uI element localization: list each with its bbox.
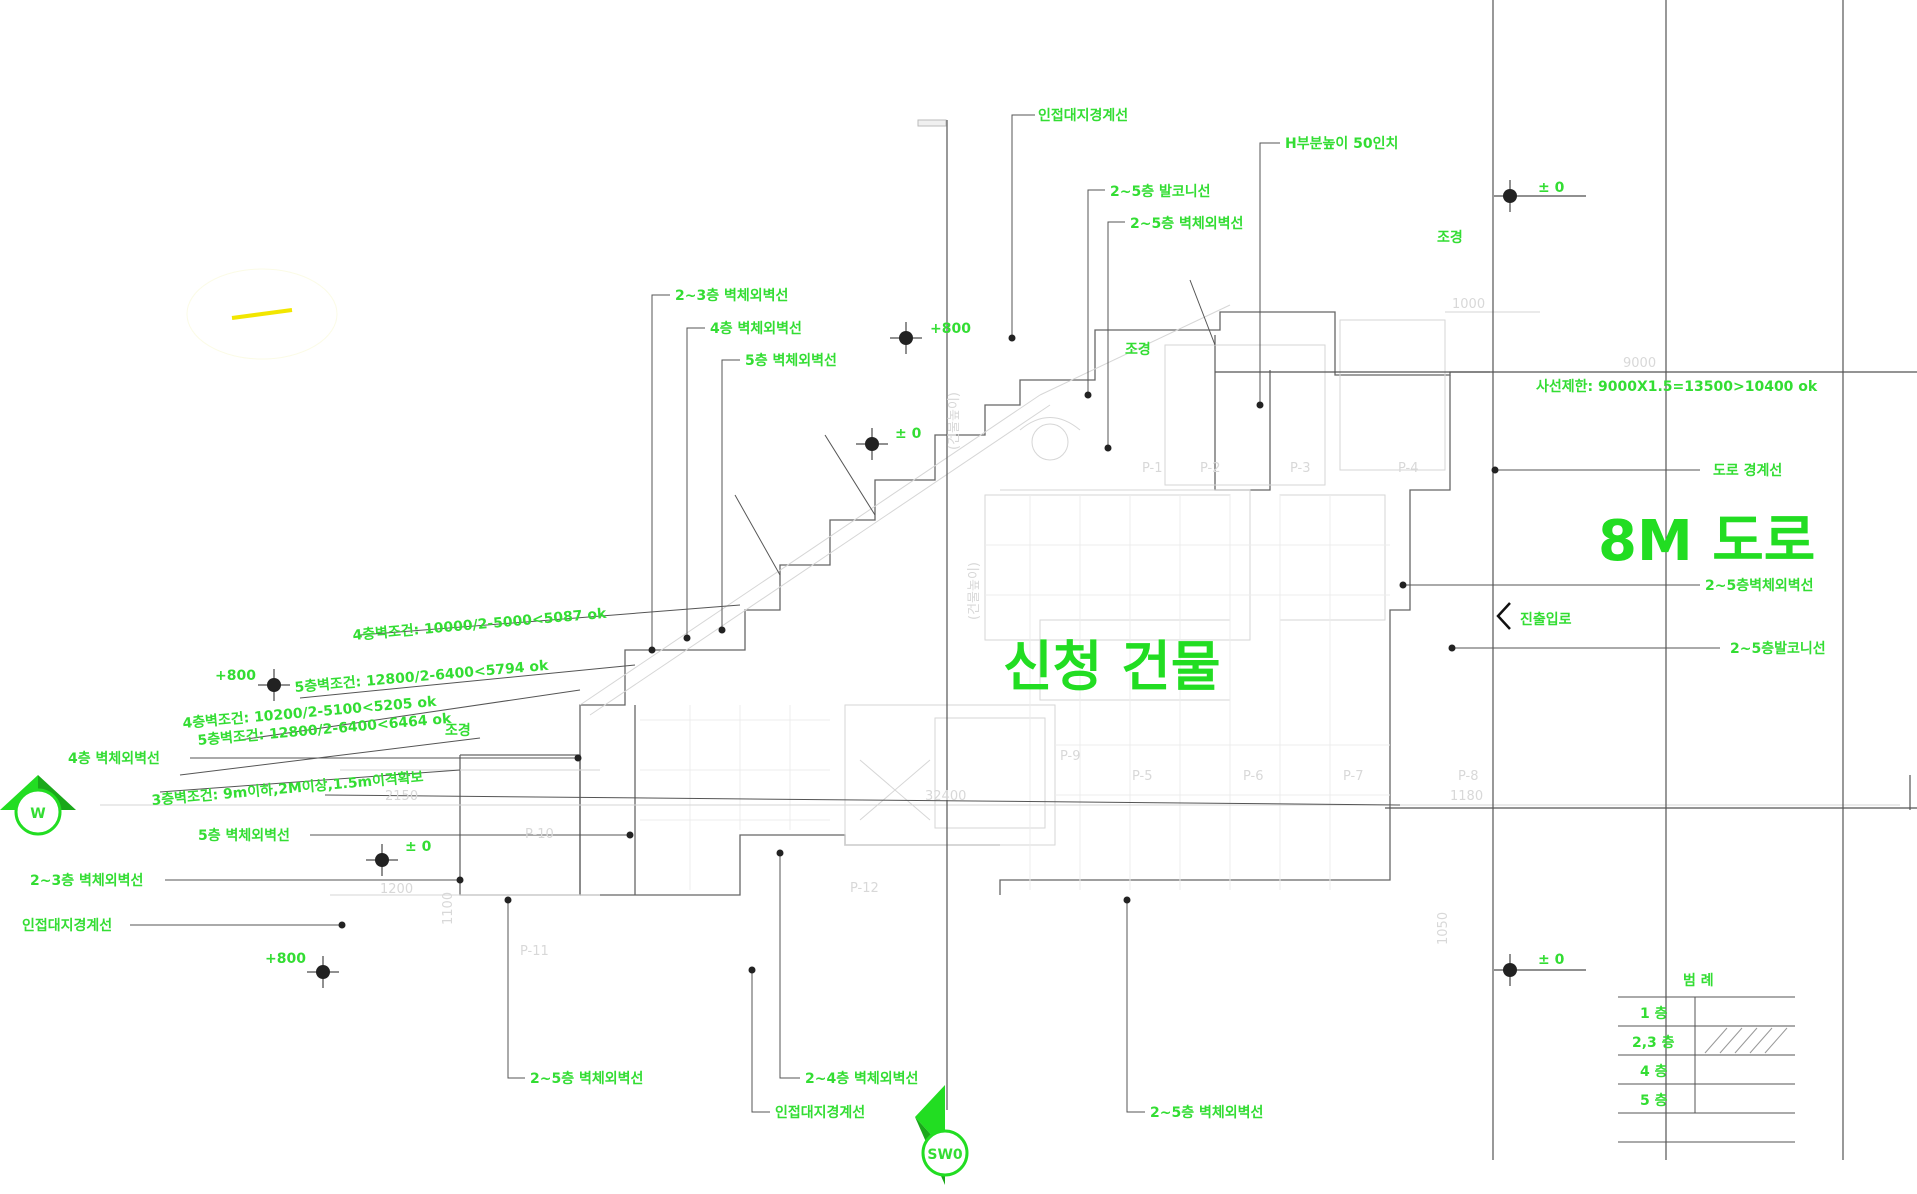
room-tags: P-1 P-2 P-3 P-4 P-5 P-6 P-7 P-8 P-9 P-10… <box>520 461 1479 959</box>
label-wall: 5층 벽체외벽선 <box>198 827 290 844</box>
room-tag: P-6 <box>1243 769 1264 784</box>
entrance-label: 진출입로 <box>1520 611 1572 628</box>
entrance-arrow-icon <box>1496 602 1511 630</box>
label-level: ± 0 <box>895 426 922 442</box>
marker-label: W <box>30 806 45 822</box>
dimension-texts: 9000 1000 1180 32400 2150 1200 1100 1050… <box>380 297 1656 945</box>
label-balcony: 2~5층 발코니선 <box>1110 183 1211 200</box>
room-tag: P-11 <box>520 944 549 959</box>
dimension-text: 1180 <box>1450 789 1483 804</box>
room-tag: P-5 <box>1132 769 1153 784</box>
dimension-text: 1000 <box>1452 297 1485 312</box>
legend-row-label: 2,3 층 <box>1632 1035 1675 1051</box>
room-tag: P-7 <box>1343 769 1364 784</box>
room-tag: P-9 <box>1060 749 1081 764</box>
building-title: 신청 건물 <box>1003 635 1221 698</box>
label-wall: 4층 벽체외벽선 <box>710 320 802 337</box>
label-adj-boundary-top: 인접대지경계선 <box>1038 107 1128 124</box>
level-marker <box>366 844 398 876</box>
dimension-text: 2150 <box>385 789 418 804</box>
marker-label: SW0 <box>927 1147 963 1163</box>
level-marker <box>258 669 290 701</box>
level-marker <box>856 428 888 460</box>
label-landscape: 조경 <box>445 722 471 739</box>
label-landscape: 조경 <box>1125 341 1151 358</box>
legend-row-label: 1 층 <box>1640 1006 1668 1022</box>
dimension-text: (건물높이) <box>947 392 962 450</box>
level-markers <box>258 180 1586 988</box>
label-balcony: 2~5층발코니선 <box>1730 640 1826 657</box>
level-marker <box>1494 954 1586 986</box>
road-title: 8M 도로 <box>1598 509 1815 574</box>
level-marker <box>307 956 339 988</box>
room-tag: P-1 <box>1142 461 1163 476</box>
label-wall: 2~5층 벽체외벽선 <box>530 1070 643 1087</box>
room-tag: P-3 <box>1290 461 1311 476</box>
yellow-mark <box>231 308 293 320</box>
label-level: +800 <box>215 668 256 684</box>
label-height-limit: H부분높이 50인치 <box>1285 135 1398 152</box>
yellow-mark-halo <box>186 268 338 360</box>
dimension-text: 1050 <box>1436 912 1451 945</box>
dimension-text: 9000 <box>1623 356 1656 371</box>
label-wall: 4층 벽체외벽선 <box>68 750 160 767</box>
grid-lines <box>917 0 1917 1160</box>
label-landscape: 조경 <box>1437 229 1463 246</box>
label-calc-5f: 5층벽조건: 12800/2-6400<5794 ok <box>294 657 550 696</box>
label-wall: 2~5층 벽체외벽선 <box>1130 215 1243 232</box>
room-tag: P-4 <box>1398 461 1419 476</box>
label-adj-boundary-left: 인접대지경계선 <box>22 917 112 934</box>
label-wall: 2~3층 벽체외벽선 <box>30 872 143 889</box>
label-wall: 2~5층 벽체외벽선 <box>1150 1104 1263 1121</box>
room-tag: P-2 <box>1200 461 1221 476</box>
label-calc-4f: 4층벽조건: 10000/2-5000<5087 ok <box>352 605 608 644</box>
legend-row-label: 5 층 <box>1640 1093 1668 1109</box>
label-setback-calc: 사선제한: 9000X1.5=13500>10400 ok <box>1536 379 1818 395</box>
legend-title: 범 례 <box>1683 973 1714 989</box>
legend: 범 례 1 층 2,3 층 4 층 5 층 <box>1618 973 1795 1143</box>
legend-hatch <box>1704 1027 1788 1054</box>
label-level: +800 <box>265 951 306 967</box>
label-wall: 2~3층 벽체외벽선 <box>675 287 788 304</box>
dimension-text: 32400 <box>925 789 966 804</box>
label-level: ± 0 <box>405 839 432 855</box>
level-marker <box>890 322 922 354</box>
dimension-text: 1100 <box>441 892 456 925</box>
label-wall: 2~5층벽체외벽선 <box>1705 577 1814 594</box>
label-level: ± 0 <box>1538 952 1565 968</box>
section-marker-bottom: SW0 <box>915 1085 969 1185</box>
room-tag: P-10 <box>525 827 554 842</box>
building-faint-outline <box>100 304 1900 896</box>
section-marker-left: W <box>0 775 76 836</box>
label-adj-boundary-bottom: 인접대지경계선 <box>775 1104 865 1121</box>
label-level: +800 <box>930 321 971 337</box>
label-calc-3f: 3층벽조건: 9m이하,2M이상,1.5m이격확보 <box>151 768 424 809</box>
dimension-text: 1200 <box>380 882 413 897</box>
level-marker <box>1494 180 1586 212</box>
label-road-boundary: 도로 경계선 <box>1713 462 1782 479</box>
room-tag: P-8 <box>1458 769 1479 784</box>
leader-lines <box>130 114 1720 1113</box>
legend-row-label: 4 층 <box>1640 1064 1668 1080</box>
label-level: ± 0 <box>1538 180 1565 196</box>
room-tag: P-12 <box>850 881 879 896</box>
label-wall: 2~4층 벽체외벽선 <box>805 1070 918 1087</box>
dimension-text: (건물높이) <box>967 562 982 620</box>
label-wall: 5층 벽체외벽선 <box>745 352 837 369</box>
